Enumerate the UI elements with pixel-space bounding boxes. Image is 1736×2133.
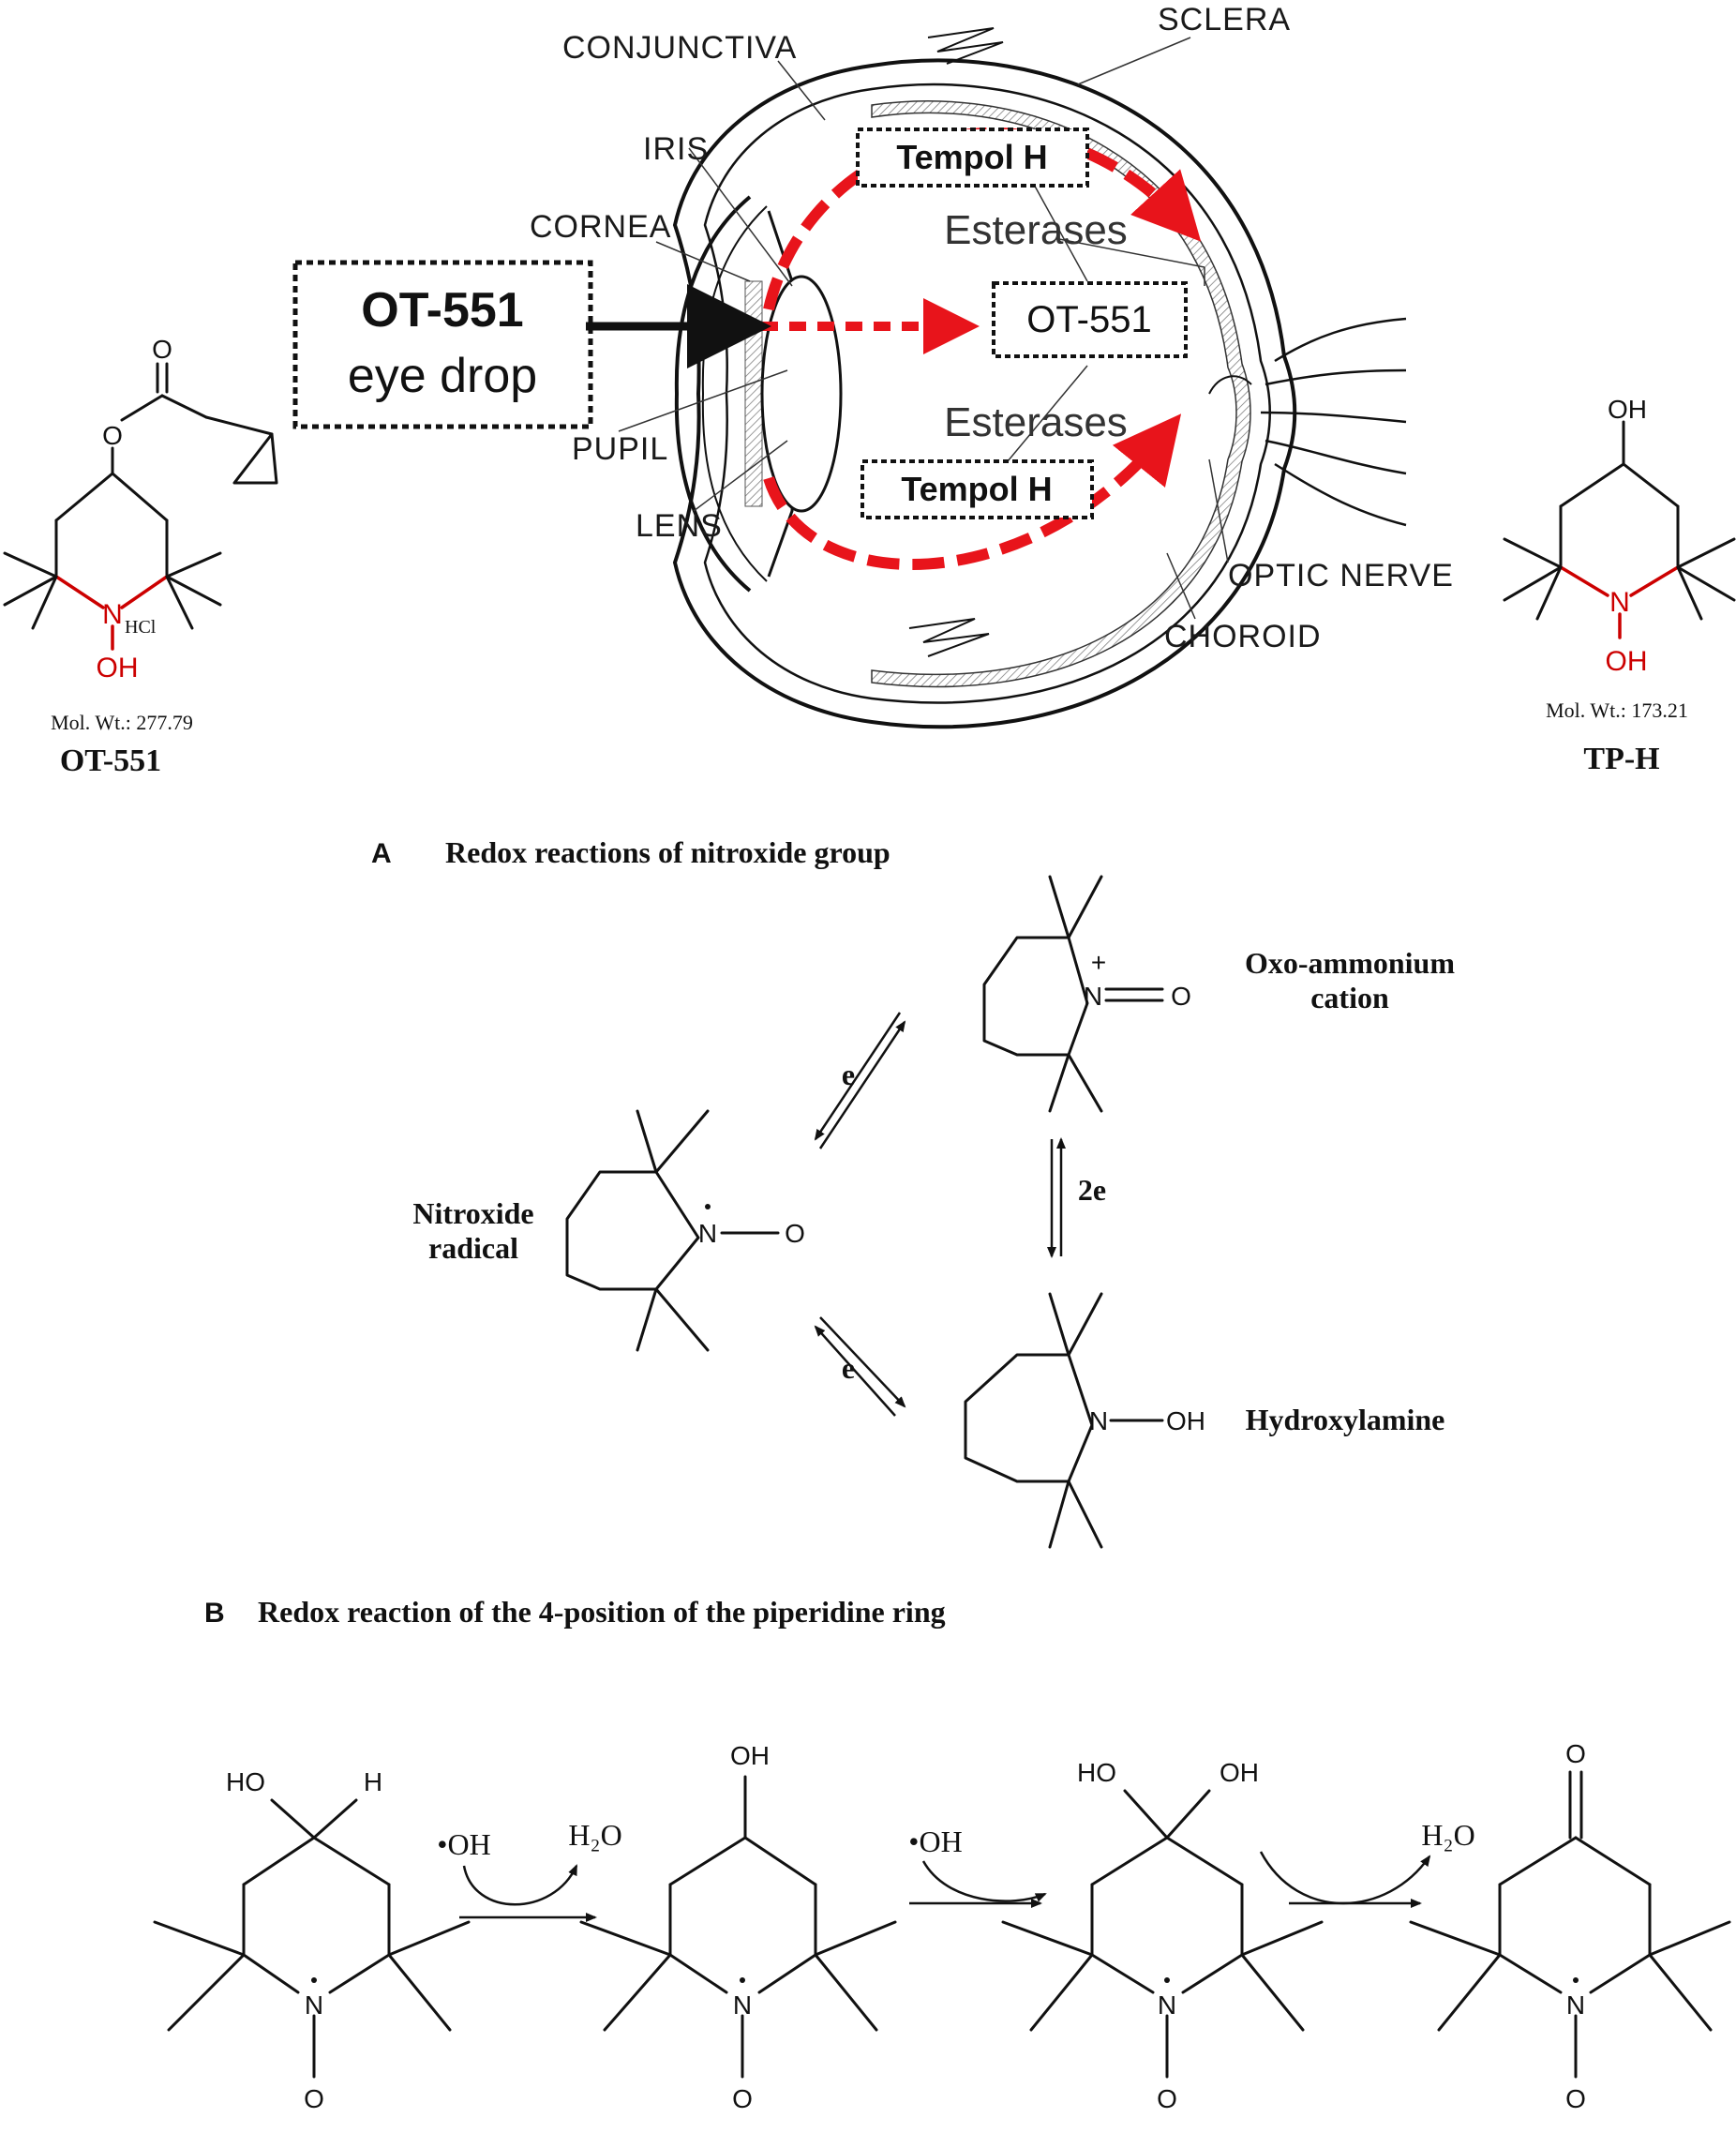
eye-drop-title: OT-551: [361, 283, 523, 338]
label-cornea: CORNEA: [530, 209, 671, 245]
b3-n: N: [1158, 1990, 1176, 2020]
b-arrow-3: [1259, 1851, 1431, 1908]
ot551-inner-box: [992, 281, 1188, 358]
section-a-title: Redox reactions of nitroxide group: [445, 835, 890, 869]
b-reagent-oh-2: •OH: [908, 1825, 962, 1858]
label-conjunctiva: CONJUNCTIVA: [562, 30, 797, 66]
b4-o-ketone: O: [1565, 1739, 1586, 1768]
red-arrow-bottom: [763, 413, 1182, 570]
leader-lines: [618, 37, 1229, 620]
nitroxide-label-line2: radical: [428, 1231, 518, 1265]
b1-n: N: [305, 1990, 323, 2020]
ot551-oh: OH: [97, 653, 139, 683]
b4-n: N: [1566, 1990, 1585, 2020]
b-product-h2o-1: H₂O: [568, 1818, 621, 1852]
b-arrow-2: [909, 1860, 1047, 1908]
nitroxide-n: N: [698, 1219, 717, 1248]
ot551-n: N: [102, 599, 123, 630]
arrow-label-e-top: e: [842, 1058, 855, 1091]
hydroxylamine-label: Hydroxylamine: [1246, 1403, 1445, 1436]
tempol-top-box: [856, 128, 1089, 188]
label-choroid: CHOROID: [1164, 619, 1322, 654]
b3-radical-dot: [1164, 1977, 1170, 1983]
b3-oh: OH: [1220, 1758, 1259, 1787]
hydroxylamine-oh: OH: [1166, 1406, 1205, 1435]
b1-ho: HO: [226, 1767, 265, 1796]
b-molecule-4: [1409, 1770, 1731, 2079]
oxo-o: O: [1171, 982, 1191, 1011]
eye-diagram: [618, 27, 1407, 729]
tempol-bottom-label: Tempol H: [901, 470, 1052, 508]
optic-nerve-shape: [1260, 317, 1407, 527]
tempol-top-label: Tempol H: [896, 138, 1047, 176]
ot551-o-ester: O: [102, 421, 123, 450]
choroid-band: [871, 100, 1251, 688]
b1-radical-dot: [311, 1977, 317, 1983]
nitroxide-o: O: [785, 1219, 805, 1248]
label-lens: LENS: [636, 508, 723, 544]
b1-o: O: [304, 2084, 324, 2113]
b2-oh: OH: [730, 1741, 770, 1770]
section-a-letter: A: [371, 838, 392, 869]
b4-o: O: [1565, 2084, 1586, 2113]
oxo-plus: +: [1091, 948, 1106, 977]
b3-o: O: [1157, 2084, 1177, 2113]
lens-shape: [760, 275, 843, 513]
oxo-label-line2: cation: [1310, 981, 1389, 1014]
esterases-top: Esterases: [944, 207, 1128, 253]
arrow-label-2e: 2e: [1078, 1173, 1106, 1207]
equilibrium-arrows-a: [814, 1012, 1066, 1417]
hydroxylamine-structure: [964, 1292, 1164, 1549]
tph-oh-top: OH: [1608, 395, 1647, 424]
tph-mol-wt: Mol. Wt.: 173.21: [1546, 698, 1688, 722]
ot551-name: OT-551: [60, 744, 161, 778]
label-pupil: PUPIL: [572, 431, 668, 467]
ot551-inner-label: OT-551: [1026, 299, 1151, 340]
label-optic-nerve: OPTIC NERVE: [1228, 558, 1454, 593]
ot551-hcl: HCl: [125, 617, 157, 638]
ot551-o-carbonyl: O: [152, 335, 172, 364]
section-b-title: Redox reaction of the 4-position of the …: [258, 1595, 946, 1629]
oxo-ammonium-structure: [982, 875, 1164, 1113]
tph-oh-bottom: OH: [1606, 646, 1648, 677]
arrow-label-e-bottom: e: [842, 1351, 855, 1385]
b1-h: H: [364, 1767, 382, 1796]
ot551-structure: [3, 362, 278, 651]
hydroxylamine-n: N: [1089, 1406, 1108, 1435]
tph-name: TP-H: [1583, 742, 1659, 776]
tempol-bottom-box: [861, 459, 1094, 519]
label-sclera: SCLERA: [1158, 2, 1291, 38]
b-product-h2o-2: H₂O: [1421, 1818, 1474, 1852]
eye-drop-box: [292, 260, 593, 429]
section-b-letter: B: [204, 1598, 225, 1629]
cornea-shape: [674, 195, 752, 593]
ot551-mol-wt: Mol. Wt.: 277.79: [51, 711, 193, 734]
b-arrow-1: [459, 1864, 597, 1922]
b4-radical-dot: [1573, 1977, 1579, 1983]
b2-o: O: [732, 2084, 753, 2113]
esterases-bottom: Esterases: [944, 399, 1128, 445]
nitroxide-label-line1: Nitroxide: [412, 1196, 533, 1230]
b3-ho: HO: [1077, 1758, 1116, 1787]
radical-dot: [705, 1204, 711, 1209]
b-molecule-1: [153, 1798, 471, 2079]
oxo-n: N: [1084, 982, 1102, 1011]
b-molecule-3: [1001, 1789, 1324, 2079]
tph-structure: [1503, 420, 1736, 639]
oxo-label-line1: Oxo-ammonium: [1245, 946, 1455, 980]
b-reagent-oh-1: •OH: [437, 1827, 490, 1861]
b2-radical-dot: [740, 1977, 745, 1983]
nitroxide-structure: [565, 1109, 780, 1352]
label-iris: IRIS: [643, 131, 709, 167]
b2-n: N: [733, 1990, 752, 2020]
eye-drop-subtitle: eye drop: [348, 349, 537, 403]
b-molecule-2: [579, 1775, 897, 2079]
tph-n: N: [1609, 587, 1630, 618]
